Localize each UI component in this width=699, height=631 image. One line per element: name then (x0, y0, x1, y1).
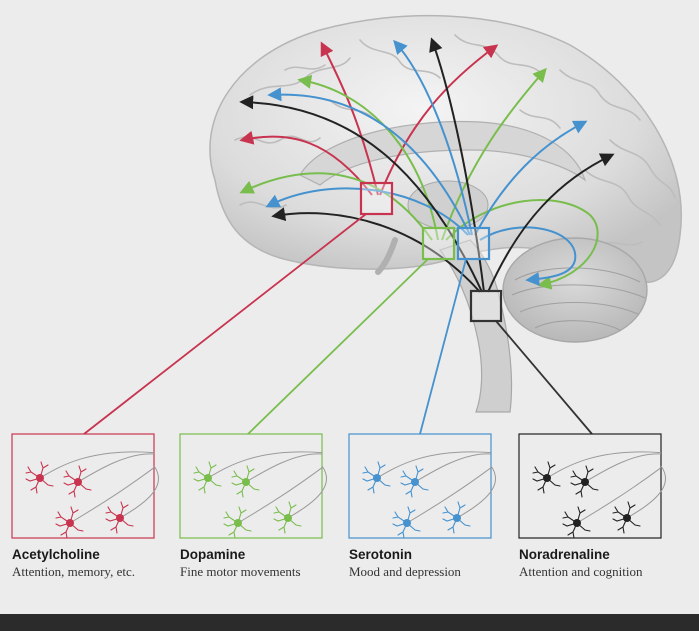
brain-illustration (209, 14, 682, 413)
acetylcholine-leader-line (83, 213, 367, 435)
dopamine-label: Dopamine (180, 547, 246, 562)
noradrenaline-neuron (570, 465, 599, 498)
serotonin-leader-line (419, 258, 467, 435)
dopamine-neuron (193, 461, 222, 494)
brain-neurotransmitter-diagram (11, 14, 682, 539)
dopamine-leader-line (247, 258, 429, 435)
dopamine-nucleus-box (421, 226, 456, 261)
serotonin-neuron (392, 506, 421, 539)
noradrenaline-neuron (532, 461, 561, 494)
acetylcholine-nucleus-box (359, 181, 394, 216)
dopamine-caption: Dopamine Fine motor movements (180, 546, 355, 581)
acetylcholine-neuron (55, 506, 84, 539)
noradrenaline-neuron-panel (518, 433, 667, 539)
noradrenaline-leader-line (495, 320, 593, 435)
brainstem (439, 239, 513, 413)
noradrenaline-description: Attention and cognition (519, 564, 643, 579)
cerebellum (502, 237, 648, 343)
acetylcholine-neuron-panel (11, 433, 160, 539)
acetylcholine-caption: Acetylcholine Attention, memory, etc. (12, 546, 187, 581)
serotonin-neuron (400, 465, 429, 498)
dopamine-axons (207, 451, 328, 524)
dopamine-neuron (223, 506, 252, 539)
acetylcholine-description: Attention, memory, etc. (12, 564, 135, 579)
serotonin-neuron-panel (348, 433, 497, 539)
serotonin-description: Mood and depression (349, 564, 461, 579)
acetylcholine-neuron (105, 501, 134, 534)
noradrenaline-neuron (612, 501, 641, 534)
noradrenaline-axons (546, 451, 667, 524)
serotonin-neuron (362, 461, 391, 494)
acetylcholine-label: Acetylcholine (12, 547, 100, 562)
serotonin-neuron (442, 501, 471, 534)
dopamine-neuron (273, 501, 302, 534)
serotonin-caption: Serotonin Mood and depression (349, 546, 524, 581)
serotonin-nucleus-box (456, 226, 491, 261)
noradrenaline-projections (239, 37, 615, 293)
dopamine-neuron-panel (179, 433, 328, 539)
acetylcholine-neuron (25, 461, 54, 494)
dopamine-description: Fine motor movements (180, 564, 301, 579)
noradrenaline-nucleus-box (469, 289, 503, 323)
serotonin-label: Serotonin (349, 547, 412, 562)
bottom-bar (0, 614, 699, 631)
corpus-callosum (299, 120, 587, 186)
acetylcholine-axons (39, 451, 160, 524)
serotonin-axons (376, 451, 497, 524)
neuron-panels (11, 433, 667, 539)
dopamine-neuron (231, 465, 260, 498)
acetylcholine-neuron (63, 465, 92, 498)
noradrenaline-caption: Noradrenaline Attention and cognition (519, 546, 694, 581)
serotonin-projections (265, 39, 588, 286)
noradrenaline-neuron (562, 506, 591, 539)
noradrenaline-label: Noradrenaline (519, 547, 610, 562)
